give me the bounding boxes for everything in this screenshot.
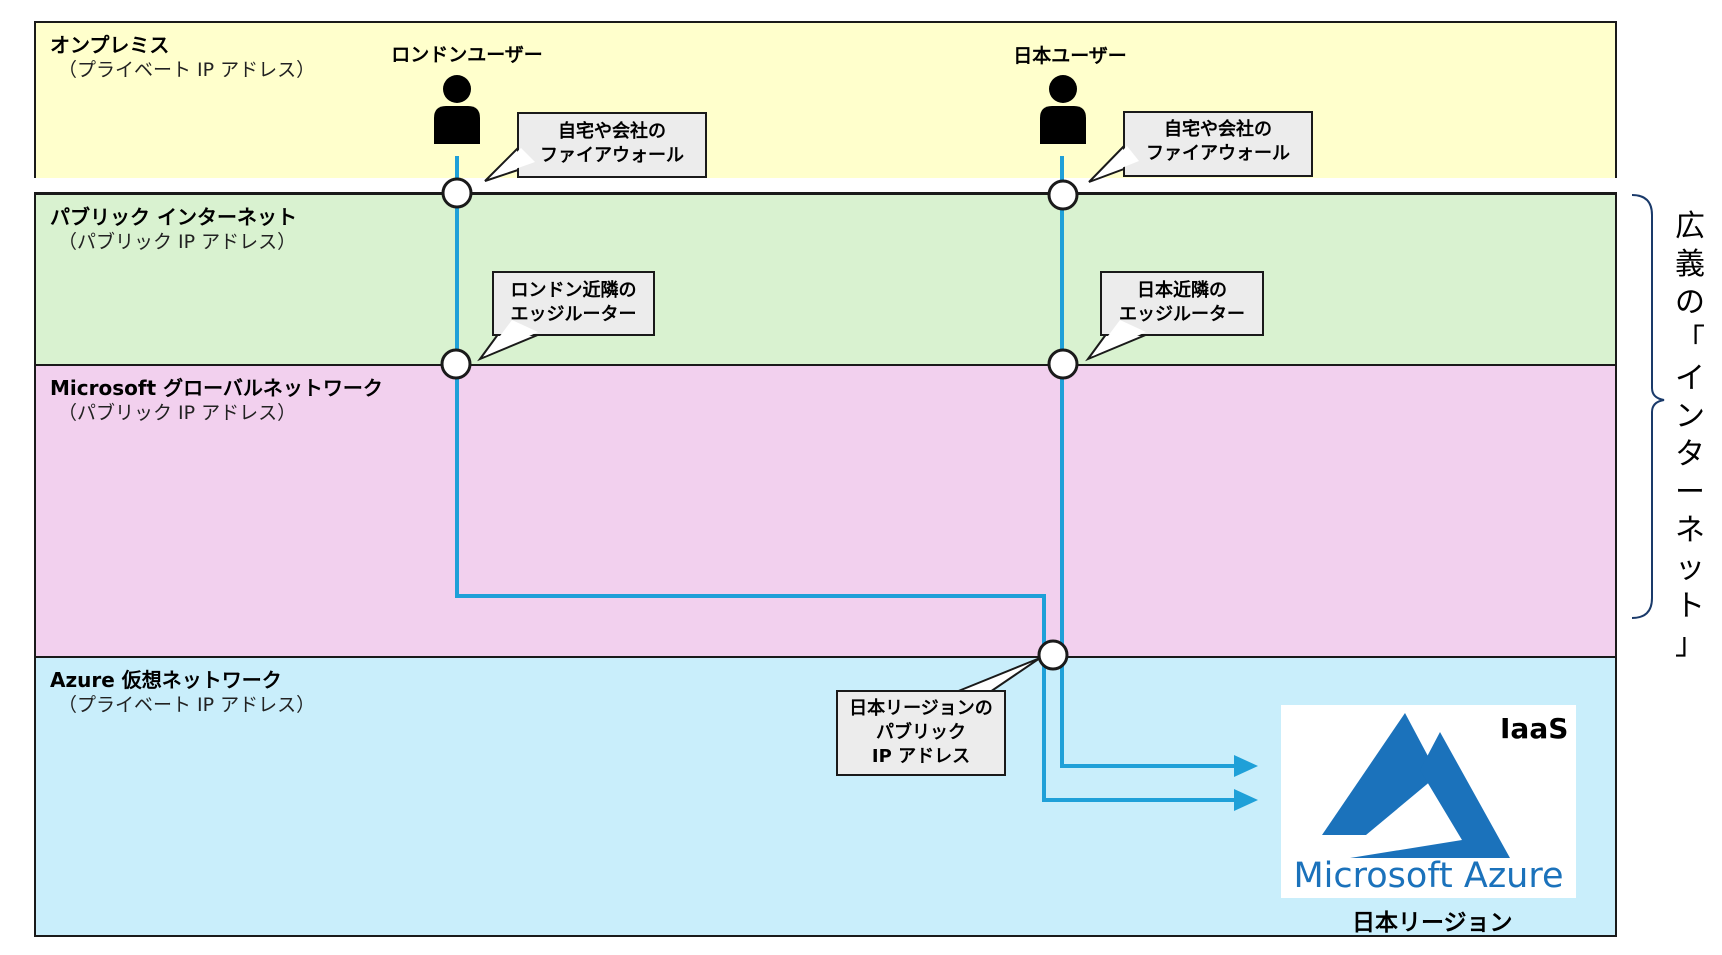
callout-line: 日本リージョンの [849, 698, 993, 719]
user-icon-japan [1040, 75, 1086, 144]
callout-line: IP アドレス [871, 746, 971, 767]
azure-service-label: IaaS [1500, 712, 1569, 745]
user-icon-london [434, 75, 480, 144]
callout-line: 日本近隣の [1137, 280, 1227, 301]
side-label-char: ト [1675, 589, 1705, 624]
side-bracket [1631, 194, 1665, 619]
side-label-char: の [1675, 285, 1705, 320]
azure-logo-card [1281, 705, 1576, 898]
band-title: パブリック インターネット [50, 205, 297, 229]
band-onprem: オンプレミス （プライベート IP アドレス） [34, 21, 1617, 178]
node-japan-firewall [1047, 179, 1079, 211]
callout-japan-edge [1085, 271, 1264, 362]
band-subtitle: （プライベート IP アドレス） [58, 694, 316, 716]
callout-text-region-ip: 日本リージョンの パブリック IP アドレス [837, 697, 1005, 769]
callout-text-london-edge: ロンドン近隣の エッジルーター [493, 279, 654, 327]
callout-text-japan-firewall: 自宅や会社の ファイアウォール [1124, 118, 1312, 166]
route-london [455, 156, 1240, 802]
side-label-char: イ [1675, 361, 1705, 396]
band-divider [34, 192, 1617, 194]
side-label-char: 「 [1675, 323, 1705, 358]
azure-logo-icon [1322, 713, 1510, 858]
band-subtitle: （パブリック IP アドレス） [58, 231, 297, 253]
user-label-japan: 日本ユーザー [1013, 45, 1127, 67]
callout-line: エッジルーター [1119, 304, 1245, 325]
side-label-char: 」 [1675, 627, 1705, 662]
azure-logo-text: Microsoft Azure [1293, 856, 1564, 896]
arrowhead-japan [1234, 755, 1258, 777]
band-title: Azure 仮想ネットワーク [50, 668, 282, 692]
band-public-internet: パブリック インターネット （パブリック IP アドレス） [34, 193, 1617, 364]
callout-line: 自宅や会社の [1164, 119, 1272, 140]
side-label-char: 広 [1675, 209, 1705, 244]
callout-japan-firewall [1088, 111, 1313, 183]
node-london-firewall [441, 177, 473, 209]
side-label-broad-internet: 広 義 の 「 イ ン タ ー ネ ッ ト 」 [1670, 208, 1710, 664]
callout-line: ファイアウォール [540, 145, 684, 166]
band-microsoft-network: Microsoft グローバルネットワーク （パブリック IP アドレス） [34, 364, 1617, 656]
callout-text-japan-edge: 日本近隣の エッジルーター [1101, 279, 1263, 327]
node-london-edge [440, 348, 472, 380]
user-label-london: ロンドンユーザー [391, 44, 543, 66]
callout-text-london-firewall: 自宅や会社の ファイアウォール [518, 120, 706, 168]
side-label-char: 義 [1675, 247, 1705, 282]
band-title: オンプレミス [50, 33, 170, 57]
callout-london-firewall [484, 112, 707, 182]
callout-line: エッジルーター [510, 304, 637, 325]
node-japan-edge [1047, 348, 1079, 380]
callout-line: 自宅や会社の [558, 121, 666, 142]
callout-line: パブリック [876, 722, 966, 743]
callout-region-ip [836, 657, 1041, 776]
route-japan [1060, 156, 1240, 768]
azure-region-label: 日本リージョン [1352, 910, 1513, 936]
side-label-char: ッ [1675, 551, 1705, 586]
band-subtitle: （パブリック IP アドレス） [58, 402, 297, 424]
callout-line: ファイアウォール [1146, 143, 1290, 164]
side-label-char: タ [1675, 437, 1705, 472]
callout-london-edge [477, 271, 655, 362]
band-title: Microsoft グローバルネットワーク [50, 376, 383, 400]
node-region-ip [1037, 639, 1069, 671]
band-subtitle: （プライベート IP アドレス） [58, 59, 316, 81]
arrowhead-london [1234, 789, 1258, 811]
side-label-char: ー [1675, 475, 1705, 510]
side-label-char: ネ [1675, 513, 1705, 548]
side-label-char: ン [1675, 399, 1705, 434]
callout-line: ロンドン近隣の [510, 280, 637, 301]
